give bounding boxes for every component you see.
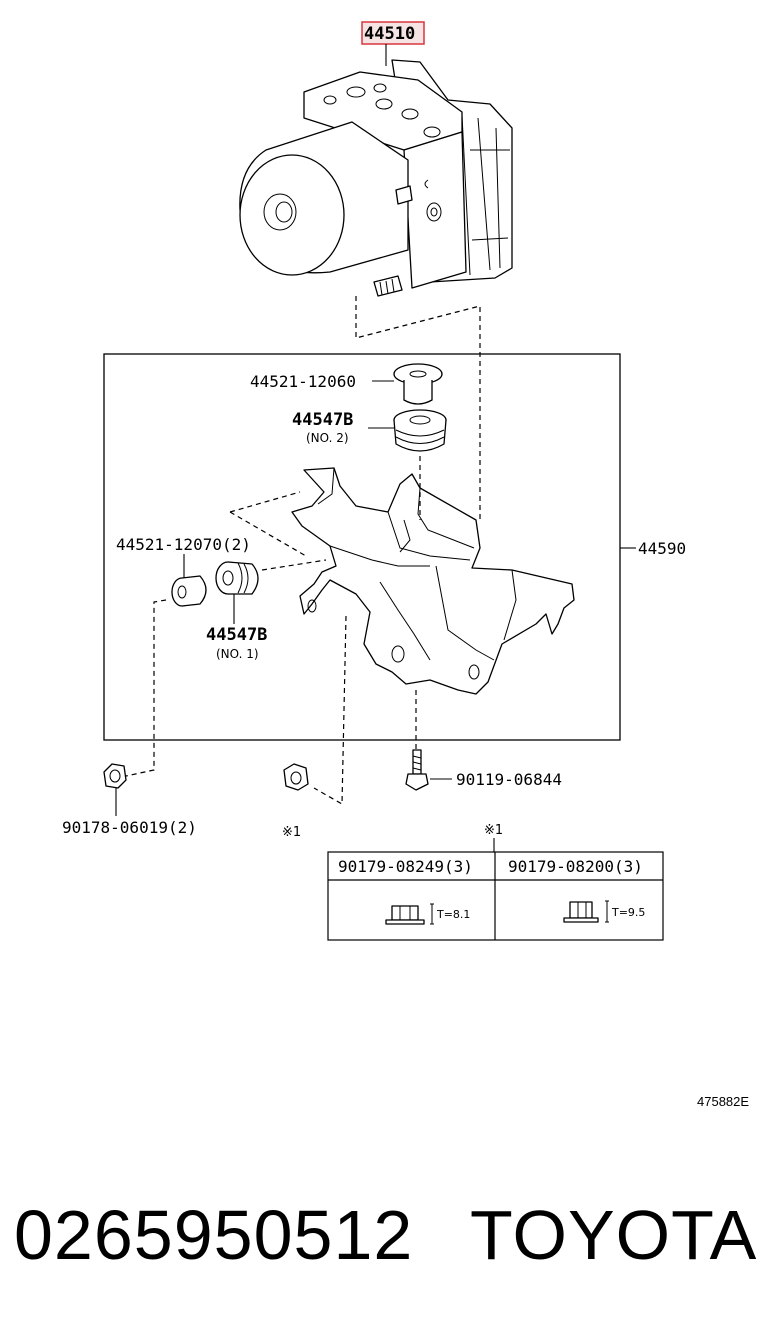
- bracket-illustration: [291, 467, 575, 695]
- callout-44547b-side: 44547B: [206, 625, 267, 645]
- callout-44510: 44510: [364, 24, 415, 44]
- abs-actuator-illustration: [239, 59, 513, 297]
- parts-diagram: 44510 44590 44521-12060 44547B (NO. 2): [62, 21, 749, 1109]
- bracket-group-box: [103, 353, 621, 741]
- footer-part-number: 0265950512: [14, 1196, 414, 1274]
- thickness-9-5: T=9.5: [611, 906, 645, 919]
- diagram-reference-code: 475882E: [697, 1094, 749, 1109]
- nut-mark-right: ※1: [484, 823, 503, 838]
- nut-mark-left: ※1: [282, 825, 301, 840]
- flange-nut-illustration: [283, 763, 309, 791]
- upper-collar-illustration: [393, 363, 443, 405]
- table-header-90179-08249: 90179-08249(3): [338, 857, 473, 876]
- bolt-illustration: [405, 749, 429, 791]
- thickness-8-1: T=8.1: [436, 908, 470, 921]
- callout-90119-06844: 90119-06844: [456, 770, 562, 789]
- side-collar-illustration: [171, 575, 207, 607]
- upper-cushion-illustration: [393, 409, 447, 452]
- highlight-box-44510: [361, 21, 425, 45]
- callout-note-no1: (NO. 1): [216, 647, 259, 661]
- nut-selection-table: 90179-08249(3) 90179-08200(3) T=8.1 T=9.…: [327, 851, 664, 941]
- table-header-90179-08200: 90179-08200(3): [508, 857, 643, 876]
- callout-44521-12070: 44521-12070(2): [116, 535, 251, 554]
- side-cushion-illustration: [215, 561, 259, 595]
- side-nut-illustration: [103, 763, 127, 789]
- callout-90178-06019: 90178-06019(2): [62, 818, 197, 837]
- callout-44590: 44590: [638, 539, 686, 558]
- footer-brand: TOYOTA: [470, 1196, 758, 1274]
- callout-44521-12060: 44521-12060: [250, 372, 356, 391]
- callout-44547b-upper: 44547B: [292, 410, 353, 430]
- callout-note-no2: (NO. 2): [306, 431, 349, 445]
